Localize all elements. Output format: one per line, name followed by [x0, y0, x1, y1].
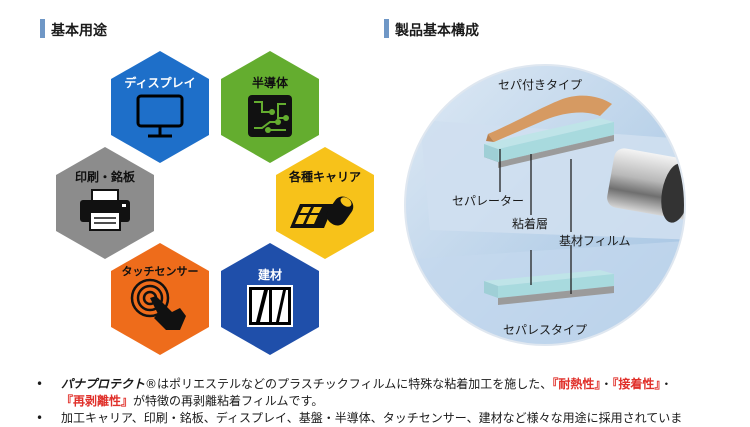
- use-label-printing: 印刷・銘板: [75, 169, 136, 184]
- use-label-building-material: 建材: [257, 267, 282, 282]
- circuit-board-icon: [248, 95, 292, 137]
- left-section-title: 基本用途: [51, 23, 107, 39]
- bullet-text: はポリエステルなどのプラスチックフィルムに特殊な粘着加工を施した、: [157, 377, 553, 391]
- bullet-item: • 加工キャリア、印刷・銘板、ディスプレイ、基盤・半導体、タッチセンサー、建材な…: [36, 410, 736, 427]
- separator-type-film: [484, 95, 614, 168]
- window-icon: [247, 285, 293, 327]
- highlight-adhesion: 『接着性』: [612, 377, 661, 391]
- printer-icon: [80, 189, 130, 231]
- right-section-title: 製品基本構成: [395, 23, 479, 39]
- bullet-text-end: が特徴の再剥離粘着フィルムです。: [133, 394, 324, 408]
- bullet-item: • パナプロテクト®はポリエステルなどのプラスチックフィルムに特殊な粘着加工を施…: [36, 376, 736, 410]
- hand-shape: [150, 296, 186, 330]
- right-section-accent-bar: [384, 19, 389, 38]
- separator-dot: ・: [600, 377, 613, 391]
- label-base-film: 基材フィルム: [559, 234, 631, 248]
- use-hexagon-display: ディスプレイ: [111, 51, 209, 163]
- use-label-carrier: 各種キャリア: [288, 169, 361, 184]
- brand-name: パナプロテクト: [61, 377, 146, 391]
- bullet-text: 加工キャリア、印刷・銘板、ディスプレイ、基盤・半導体、タッチセンサー、建材など様…: [61, 411, 683, 425]
- left-section-accent-bar: [40, 19, 45, 38]
- bullet-dot: •: [36, 411, 44, 425]
- use-label-display: ディスプレイ: [124, 75, 195, 90]
- use-hexagon-touch-sensor: タッチセンサー: [111, 243, 209, 355]
- use-hexagon-building-material: 建材: [221, 243, 319, 355]
- highlight-removability: 『再剥離性』: [61, 394, 134, 408]
- description-bullets: • パナプロテクト®はポリエステルなどのプラスチックフィルムに特殊な粘着加工を施…: [36, 376, 736, 427]
- label-adhesive-layer: 粘着層: [512, 216, 548, 231]
- use-hexagon-carrier: 各種キャリア: [276, 147, 374, 259]
- label-separator-type: セパ付きタイプ: [498, 78, 582, 92]
- use-hexagon-printing: 印刷・銘板: [56, 147, 154, 259]
- bullet-dot: •: [36, 377, 44, 391]
- use-label-touch-sensor: タッチセンサー: [122, 265, 199, 278]
- use-hexagon-semiconductor: 半導体: [221, 51, 319, 163]
- use-label-semiconductor: 半導体: [252, 75, 289, 90]
- registered-mark: ®: [145, 377, 158, 391]
- separatorless-type-film: [484, 270, 614, 305]
- label-separator: セパレーター: [452, 194, 524, 208]
- separator-dot: ・: [660, 377, 673, 391]
- monitor-icon: [136, 94, 184, 138]
- leader-lines: [499, 149, 572, 294]
- label-separatorless-type: セパレスタイプ: [503, 323, 587, 337]
- highlight-heat-resistance: 『耐熱性』: [552, 377, 601, 391]
- carrier-roll-icon: [290, 196, 354, 228]
